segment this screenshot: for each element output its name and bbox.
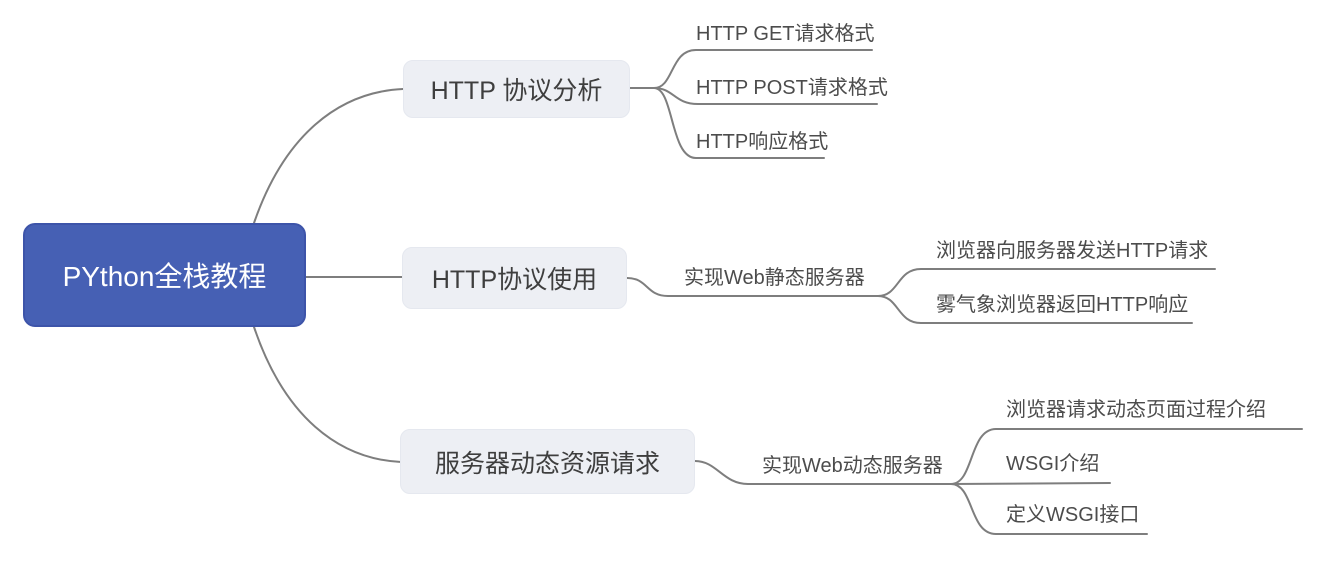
connector-static-server-to-leaf-request xyxy=(877,268,1216,297)
connector-dynamic-server-to-leaf-process xyxy=(950,428,1303,485)
connector-static-server-to-leaf-response xyxy=(877,295,1193,324)
node-sub-web-dynamic-server[interactable]: 实现Web动态服务器 xyxy=(762,455,943,477)
connector-root-to-branch3 xyxy=(253,326,402,463)
connector-branch3-to-dynamic-server xyxy=(694,460,952,485)
node-leaf-define-wsgi-interface[interactable]: 定义WSGI接口 xyxy=(1006,504,1140,526)
node-sub-web-static-server[interactable]: 实现Web静态服务器 xyxy=(684,267,865,289)
node-root-python-fullstack[interactable]: PYthon全栈教程 xyxy=(23,223,306,327)
node-leaf-browser-sends-http-request[interactable]: 浏览器向服务器发送HTTP请求 xyxy=(936,240,1209,262)
node-leaf-server-returns-http-response[interactable]: 雾气象浏览器返回HTTP响应 xyxy=(936,294,1189,316)
node-leaf-http-post-request-format[interactable]: HTTP POST请求格式 xyxy=(696,77,888,99)
connector-dynamic-server-to-leaf-wsgi-interface xyxy=(950,483,1148,535)
node-leaf-wsgi-intro[interactable]: WSGI介绍 xyxy=(1006,453,1100,475)
node-leaf-dynamic-page-process-intro[interactable]: 浏览器请求动态页面过程介绍 xyxy=(1006,399,1266,421)
connector-branch1-to-leaf-response xyxy=(629,87,825,159)
node-leaf-http-response-format[interactable]: HTTP响应格式 xyxy=(696,131,829,153)
connector-root-to-branch1 xyxy=(253,88,404,224)
node-branch-http-protocol-usage[interactable]: HTTP协议使用 xyxy=(402,247,627,309)
node-leaf-http-get-request-format[interactable]: HTTP GET请求格式 xyxy=(696,23,875,45)
node-branch-server-dynamic-resource-request[interactable]: 服务器动态资源请求 xyxy=(400,429,695,494)
node-branch-http-protocol-analysis[interactable]: HTTP 协议分析 xyxy=(403,60,630,118)
connector-branch2-to-static-server xyxy=(626,277,879,297)
connector-dynamic-server-to-leaf-wsgi-intro xyxy=(950,482,1111,485)
